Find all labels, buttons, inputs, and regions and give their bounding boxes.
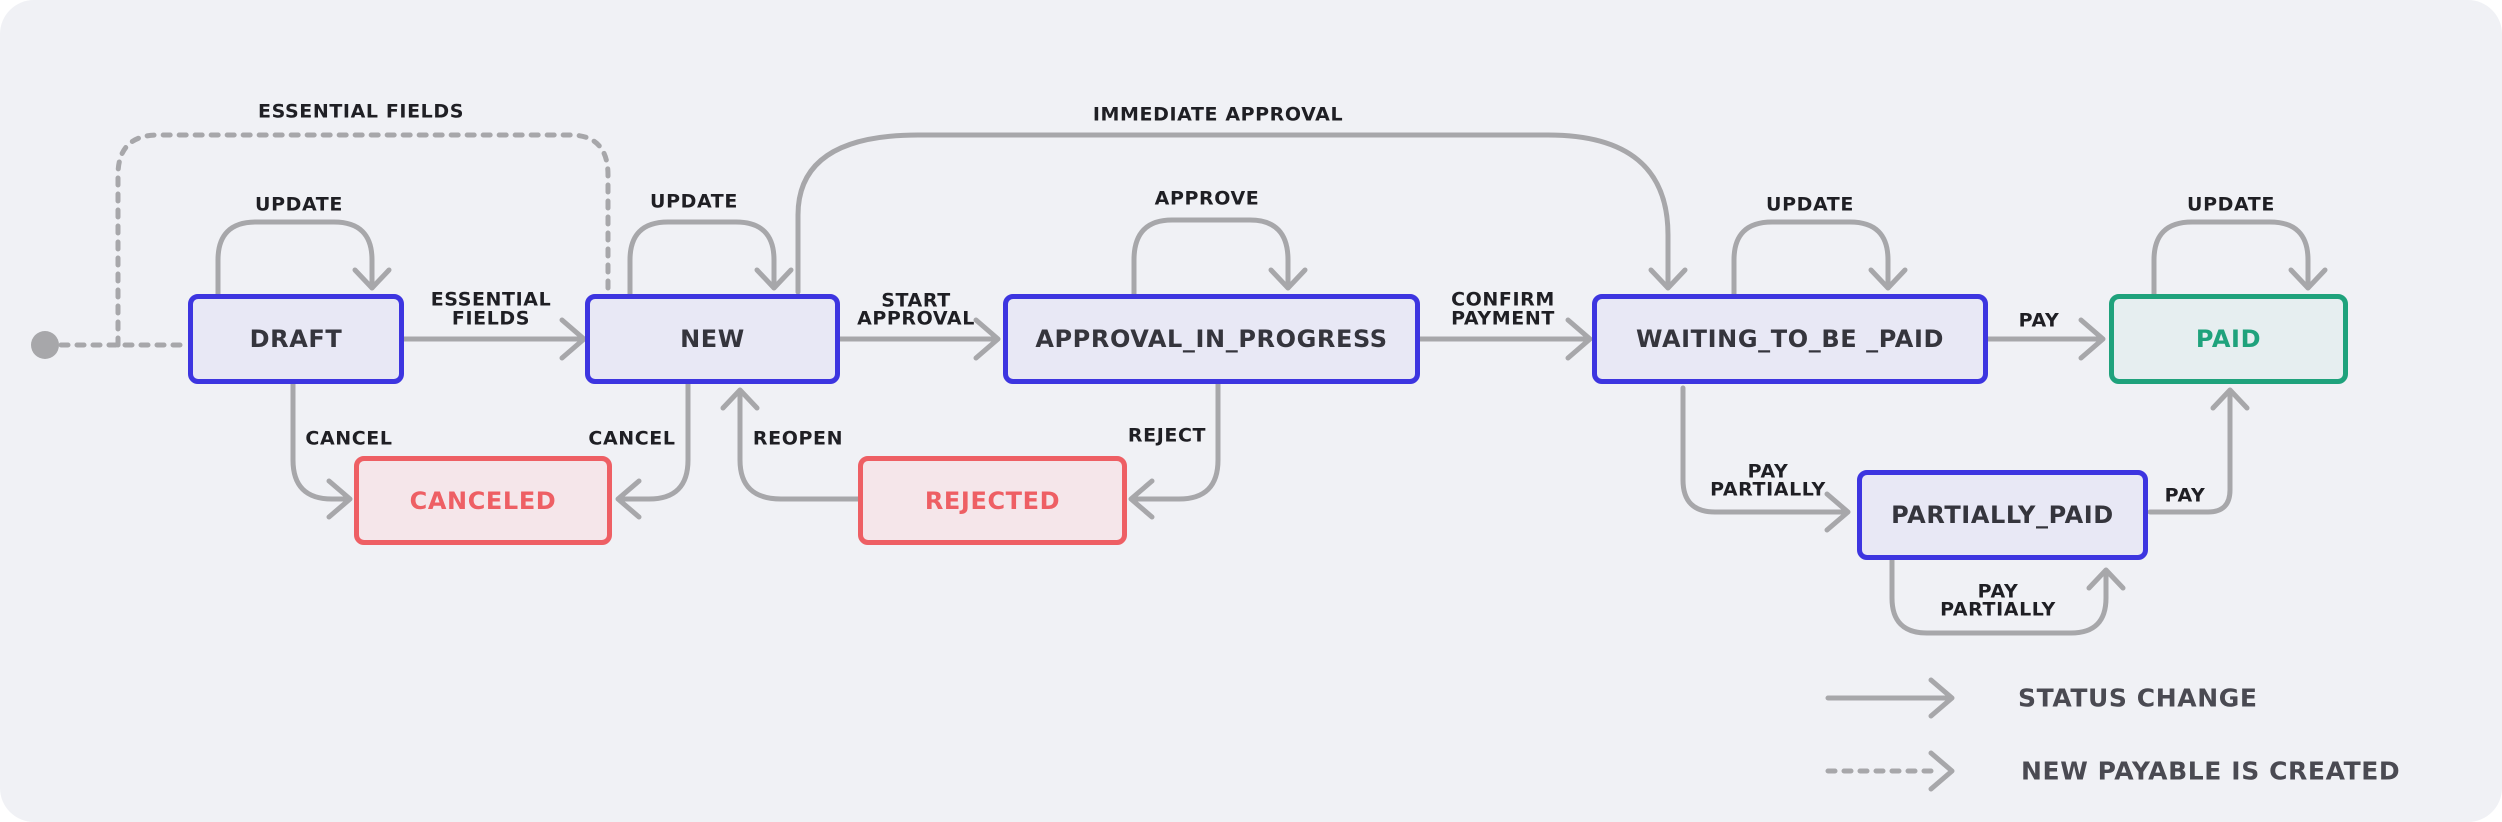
state-new: NEW (585, 294, 840, 384)
state-canceled-label: CANCELED (409, 486, 557, 515)
cancel-new-arrow (615, 381, 691, 520)
state-approval-in-progress-label: APPROVAL_IN_PROGRESS (1035, 325, 1388, 353)
reject-arrow (1128, 381, 1221, 520)
cancel-draft-arrow (290, 381, 353, 520)
legend-status-change: STATUS CHANGE (2018, 683, 2258, 713)
label-pay-partially-loop-bottom: PARTIALLY (1940, 598, 2056, 621)
label-pay: PAY (2018, 309, 2060, 332)
legend-solid-arrow (1825, 677, 1955, 719)
start-dot (31, 331, 59, 359)
approval-to-waiting-arrow (1417, 317, 1593, 361)
state-waiting-to-be-paid: WAITING_TO_BE _PAID (1592, 294, 1988, 384)
state-new-label: NEW (680, 325, 745, 353)
update-new-loop (627, 219, 794, 297)
label-essential-fields-bottom: FIELDS (451, 307, 531, 330)
draft-to-new-arrow (401, 317, 587, 361)
state-paid: PAID (2109, 294, 2348, 384)
label-pay-partially-top: PAY (1747, 460, 1789, 483)
label-reject: REJECT (1127, 424, 1207, 447)
legend-new-payable: NEW PAYABLE IS CREATED (2021, 756, 2401, 786)
state-canceled: CANCELED (354, 456, 612, 545)
label-pay-partially-loop-top: PAY (1977, 580, 2019, 603)
state-waiting-to-be-paid-label: WAITING_TO_BE _PAID (1635, 325, 1944, 353)
label-confirm-payment-top: CONFIRM (1451, 288, 1555, 311)
label-cancel-draft: CANCEL (305, 427, 393, 450)
update-waiting-loop (1731, 219, 1908, 297)
label-essential-fields-dashed: ESSENTIAL FIELDS (257, 100, 465, 123)
label-approve: APPROVE (1154, 187, 1260, 210)
pay-partially-loop (1889, 557, 2126, 636)
immediate-approval-arrow (795, 132, 1688, 295)
label-immediate-approval: IMMEDIATE APPROVAL (1092, 103, 1344, 126)
label-update-draft: UPDATE (255, 193, 343, 216)
state-draft: DRAFT (188, 294, 404, 384)
legend-dashed-arrowhead (1928, 750, 1955, 792)
label-pay-partial-to-paid: PAY (2164, 484, 2206, 507)
state-approval-in-progress: APPROVAL_IN_PROGRESS (1003, 294, 1420, 384)
state-rejected-label: REJECTED (924, 486, 1061, 515)
label-reopen: REOPEN (752, 427, 844, 450)
state-draft-label: DRAFT (249, 325, 343, 353)
state-paid-label: PAID (2195, 325, 2262, 353)
label-start-approval-top: START (881, 289, 951, 312)
label-update-paid: UPDATE (2187, 193, 2275, 216)
state-partially-paid-label: PARTIALLY_PAID (1891, 501, 2114, 529)
label-essential-fields-top: ESSENTIAL (430, 288, 552, 311)
pay-partially-arrow (1680, 385, 1851, 533)
label-confirm-payment-bottom: PAYMENT (1451, 307, 1555, 330)
update-paid-loop (2151, 219, 2328, 297)
label-cancel-new: CANCEL (588, 427, 676, 450)
essential-fields-dashed-arrow (115, 132, 611, 348)
state-rejected: REJECTED (858, 456, 1127, 545)
reopen-arrow (720, 387, 861, 502)
partial-to-paid-arrow (2147, 387, 2250, 515)
label-pay-partially-bottom: PARTIALLY (1710, 478, 1826, 501)
approve-loop (1131, 217, 1308, 297)
state-partially-paid: PARTIALLY_PAID (1857, 470, 2148, 560)
label-update-new: UPDATE (650, 190, 738, 213)
waiting-to-paid-arrow (1985, 317, 2106, 361)
update-draft-loop (215, 219, 392, 297)
label-start-approval-bottom: APPROVAL (857, 307, 975, 330)
new-to-approval-arrow (837, 317, 1001, 361)
label-update-waiting: UPDATE (1766, 193, 1854, 216)
